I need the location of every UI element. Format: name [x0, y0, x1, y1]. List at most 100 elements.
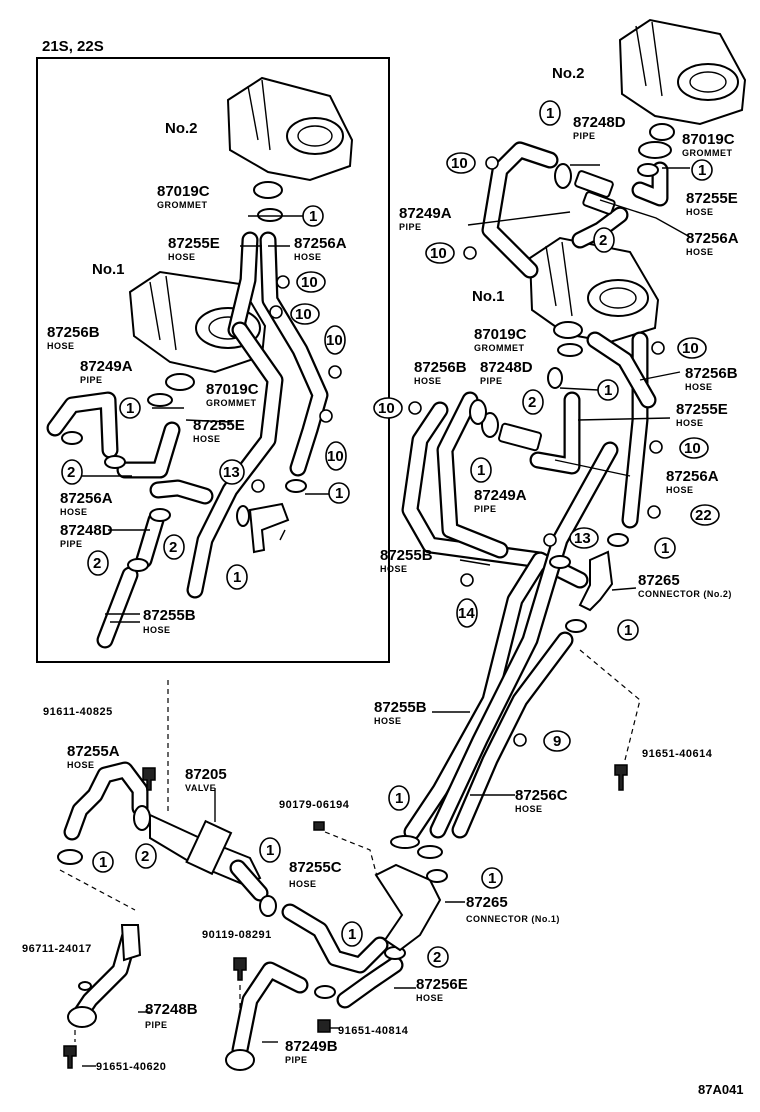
part-desc: HOSE — [676, 418, 704, 428]
part-number: 87249A — [399, 205, 452, 222]
svg-text:1: 1 — [604, 382, 612, 399]
part-desc: HOSE — [193, 434, 221, 444]
callout-1: 1 — [226, 564, 248, 590]
part-number: 87249B — [285, 1038, 338, 1055]
svg-text:1: 1 — [99, 854, 107, 871]
callout-2: 2 — [135, 843, 157, 869]
callout-2: 2 — [593, 227, 615, 253]
part-desc: HOSE — [686, 247, 714, 257]
part-desc: GROMMET — [206, 398, 257, 408]
label-no1-right: No.1 — [472, 288, 505, 305]
part-number: 87255C — [289, 859, 342, 876]
bottom-assembly — [57, 680, 448, 1071]
svg-text:2: 2 — [93, 555, 101, 572]
callout-1: 1 — [388, 785, 410, 811]
svg-text:1: 1 — [395, 790, 403, 807]
svg-text:1: 1 — [335, 485, 343, 502]
part-desc: HOSE — [515, 804, 543, 814]
part-number: 87248B — [145, 1001, 198, 1018]
callout-10: 10 — [373, 397, 422, 419]
part-number: 87019C — [206, 381, 259, 398]
leader-lines — [82, 164, 691, 1067]
part-desc: PIPE — [145, 1020, 168, 1030]
label-no2-left: No.2 — [165, 120, 198, 137]
part-desc: HOSE — [686, 207, 714, 217]
callout-10: 10 — [276, 271, 326, 293]
part-desc: HOSE — [289, 879, 317, 889]
svg-text:13: 13 — [574, 530, 591, 547]
callout-1: 1 — [691, 159, 713, 181]
callout-10: 10 — [649, 437, 709, 459]
part-number: 87256C — [515, 787, 568, 804]
part-number: 87256A — [666, 468, 719, 485]
svg-text:10: 10 — [684, 440, 701, 457]
callout-10: 10 — [269, 303, 320, 325]
callout-1: 1 — [302, 205, 324, 227]
svg-text:10: 10 — [378, 400, 395, 417]
part-number: 87256E — [416, 976, 468, 993]
callout-1: 1 — [539, 100, 561, 126]
callout-1: 1 — [328, 482, 350, 504]
drawing-code: 87A041 — [698, 1082, 744, 1097]
callout-2: 2 — [87, 550, 109, 576]
callout-10: 10 — [446, 152, 499, 174]
part-number: 87255B — [380, 547, 433, 564]
callout-22: 22 — [647, 504, 720, 526]
svg-text:2: 2 — [141, 848, 149, 865]
callout-10: 10 — [324, 325, 346, 379]
part-desc: PIPE — [480, 376, 503, 386]
callout-10: 10 — [651, 337, 707, 359]
part-desc: HOSE — [416, 993, 444, 1003]
callout-14: 14 — [456, 573, 478, 628]
part-number: 87249A — [474, 487, 527, 504]
part-desc: CONNECTOR (No.1) — [466, 914, 560, 924]
part-number: 87256B — [414, 359, 467, 376]
callout-1: 1 — [617, 619, 639, 641]
svg-text:1: 1 — [624, 622, 632, 639]
svg-text:1: 1 — [266, 842, 274, 859]
svg-text:13: 13 — [223, 464, 240, 481]
part-number: 87255E — [168, 235, 220, 252]
part-desc: GROMMET — [682, 148, 733, 158]
part-number: 87019C — [682, 131, 735, 148]
part-number: 87248D — [60, 522, 113, 539]
part-number: 87255E — [676, 401, 728, 418]
bolt-number: 91611-40825 — [43, 706, 113, 718]
part-desc: HOSE — [67, 760, 95, 770]
part-desc: PIPE — [285, 1055, 308, 1065]
svg-text:1: 1 — [661, 540, 669, 557]
callout-2: 2 — [61, 459, 83, 485]
svg-text:2: 2 — [433, 949, 441, 966]
svg-text:2: 2 — [599, 232, 607, 249]
callout-13: 13 — [543, 527, 599, 549]
part-number: 87256B — [47, 324, 100, 341]
label-no2-right: No.2 — [552, 65, 585, 82]
callout-1: 1 — [119, 397, 141, 419]
bolt-number: 90179-06194 — [279, 799, 350, 811]
svg-text:10: 10 — [682, 340, 699, 357]
svg-text:2: 2 — [528, 394, 536, 411]
bolt-number: 96711-24017 — [22, 943, 92, 955]
callout-10: 10 — [319, 409, 347, 471]
svg-text:10: 10 — [295, 306, 312, 323]
callout-1: 1 — [341, 921, 363, 947]
svg-text:22: 22 — [695, 507, 712, 524]
part-number: 87255B — [374, 699, 427, 716]
svg-text:1: 1 — [477, 462, 485, 479]
callout-markers: 1 10 10 10 10 1 2 13 2 1 2 1 1 10 1 2 10… — [61, 100, 720, 968]
callout-10: 10 — [425, 242, 477, 264]
part-number: 87265 — [466, 894, 508, 911]
svg-text:10: 10 — [451, 155, 468, 172]
heater-unit-no2-right — [618, 18, 747, 126]
part-number: 87265 — [638, 572, 680, 589]
bolt-labels: 91611-40825 91651-40614 90179-06194 9011… — [22, 706, 712, 1073]
callout-2: 2 — [522, 389, 544, 415]
part-desc: PIPE — [399, 222, 422, 232]
callout-9: 9 — [513, 730, 571, 752]
part-desc: HOSE — [414, 376, 442, 386]
svg-text:10: 10 — [430, 245, 447, 262]
part-number: 87248D — [573, 114, 626, 131]
svg-text:10: 10 — [327, 448, 344, 465]
svg-text:1: 1 — [309, 208, 317, 225]
